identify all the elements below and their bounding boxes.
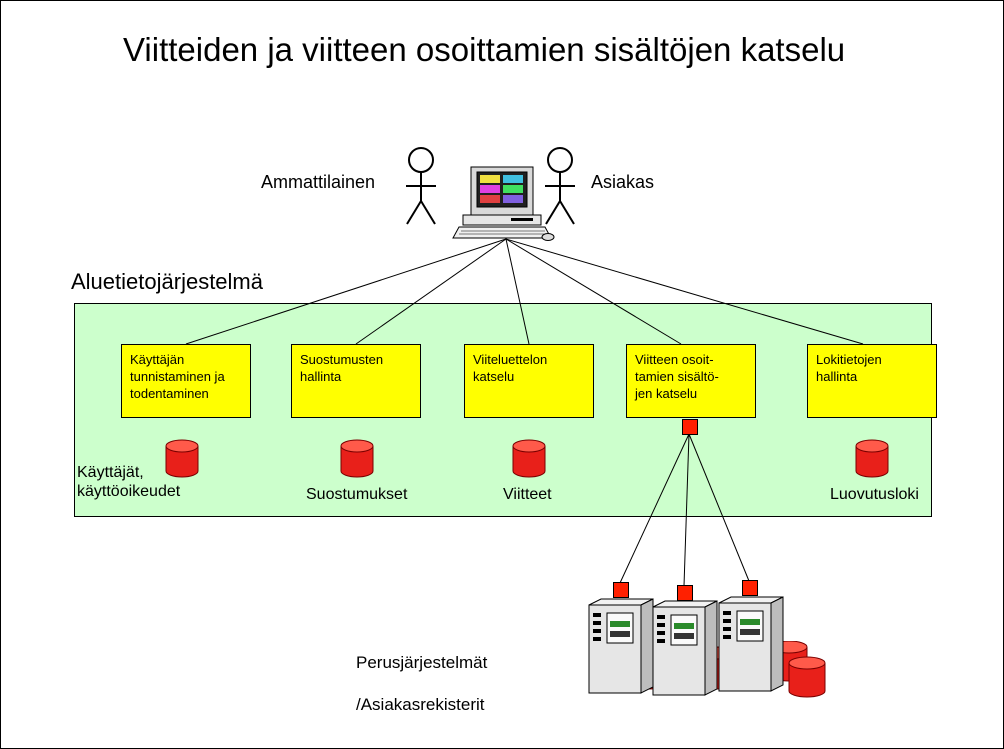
slide-title: Viitteiden ja viitteen osoittamien sisäl…: [123, 31, 846, 68]
system-label: Aluetietojärjestelmä: [71, 269, 263, 294]
server-connector-icon-1: [613, 582, 629, 598]
professional-label: Ammattilainen: [261, 172, 376, 192]
customer-actor-icon: [545, 147, 575, 225]
module-text-line: Suostumusten: [300, 352, 384, 367]
module-text-line: hallinta: [300, 369, 342, 384]
server-icon-1: [588, 598, 654, 694]
database-label-consents: Suostumukset: [306, 485, 407, 504]
database-label-references: Viitteet: [503, 485, 552, 504]
database-label-disclosure-log: Luovutusloki: [830, 485, 919, 504]
server-connector-icon-3: [742, 580, 758, 596]
professional-actor-icon: [406, 147, 436, 225]
module-text-line: tunnistaminen ja: [130, 369, 225, 384]
module-text-line: todentaminen: [130, 386, 209, 401]
server-connector-icon-2: [677, 585, 693, 601]
module-text-line: hallinta: [816, 369, 858, 384]
link-computer-module-5: [505, 238, 864, 345]
database-label-line: Luovutusloki: [830, 486, 919, 503]
module-text-line: jen katselu: [635, 386, 698, 401]
link-connector-server-1: [619, 433, 690, 584]
module-log-management: Lokitietojen hallinta: [807, 344, 937, 418]
module-consent-management: Suostumusten hallinta: [291, 344, 421, 418]
database-icon-consents: [340, 439, 374, 478]
database-label-line: Suostumukset: [306, 486, 408, 503]
server-icon-2: [652, 600, 718, 696]
database-icon-disclosure-log: [855, 439, 889, 478]
link-computer-module-4: [505, 238, 682, 345]
link-computer-module-1: [185, 238, 507, 345]
database-label-line: Käyttäjät,: [77, 464, 144, 481]
database-label-users: Käyttäjät, käyttöoikeudet: [77, 463, 180, 501]
module-text-line: Lokitietojen: [816, 352, 882, 367]
module-text-line: katselu: [473, 369, 515, 384]
database-icon-references: [512, 439, 546, 478]
link-computer-module-3: [505, 238, 530, 345]
module-user-authentication: Käyttäjän tunnistaminen ja todentaminen: [121, 344, 251, 418]
module-text-line: tamien sisältö-: [635, 369, 719, 384]
computer-icon: [452, 166, 555, 241]
server-icon-3: [718, 596, 784, 692]
module-text-line: Viiteluettelon: [473, 352, 548, 367]
customer-registers-label: /Asiakasrekisterit: [356, 695, 485, 714]
module-text-line: Viitteen osoit-: [635, 352, 714, 367]
link-computer-module-2: [355, 238, 507, 345]
module-referenced-content-viewing: Viitteen osoit- tamien sisältö- jen kats…: [626, 344, 756, 418]
link-connector-server-2: [683, 433, 690, 587]
base-systems-label: Perusjärjestelmät: [356, 653, 488, 672]
module-reference-list-viewing: Viiteluettelon katselu: [464, 344, 594, 418]
database-label-line: käyttöoikeudet: [77, 483, 181, 500]
customer-label: Asiakas: [591, 172, 655, 192]
database-label-line: Viitteet: [503, 486, 552, 503]
link-connector-server-3: [688, 433, 750, 582]
database-icon-users: [165, 439, 199, 478]
module-text-line: Käyttäjän: [130, 352, 185, 367]
connector-square-icon: [682, 419, 698, 435]
